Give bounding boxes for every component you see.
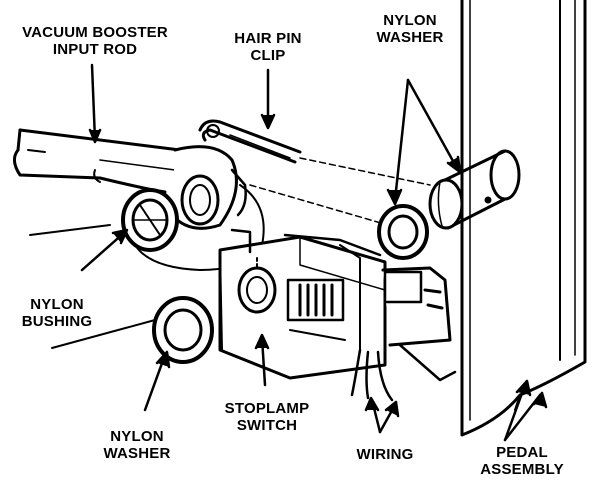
leader-lines [29,63,548,442]
label-line: SWITCH [236,417,298,434]
hair-pin-clip-part [198,119,302,164]
label-line: WASHER [103,445,171,462]
label-nylon-washer-bottom: NYLON WASHER [92,428,182,462]
label-hair-pin-clip: HAIR PIN CLIP [218,30,318,64]
label-line: BUSHING [21,313,93,330]
label-line: INPUT ROD [52,41,138,58]
label-line: NYLON [30,296,84,313]
label-nylon-washer-top: NYLON WASHER [360,12,460,46]
label-vacuum-booster-input-rod: VACUUM BOOSTER INPUT ROD [4,24,186,58]
label-line: HAIR PIN [234,30,302,47]
nylon-bushing-part [121,188,179,252]
leader-washer-bottom-extra [51,319,156,349]
label-line: STOPLAMP [224,400,310,417]
label-line: WIRING [356,446,414,463]
label-pedal-assembly: PEDAL ASSEMBLY [468,444,576,478]
pivot-pin [428,149,521,230]
nylon-washer-bottom-part [152,296,214,364]
leader-pedal-a [503,383,527,442]
leader-bushing-extra [29,224,111,236]
leader-washer-top-a [393,78,410,202]
label-line: VACUUM BOOSTER [22,24,168,41]
label-line: PEDAL [496,444,548,461]
label-stoplamp-switch: STOPLAMP SWITCH [212,400,322,434]
leader-washer-top-b [406,78,460,172]
label-line: WASHER [376,29,444,46]
label-line: CLIP [250,47,286,64]
connector-part [381,266,457,382]
label-nylon-bushing: NYLON BUSHING [12,296,102,330]
label-line: ASSEMBLY [480,461,564,478]
label-line: NYLON [110,428,164,445]
pedal-assembly-plate [460,0,587,437]
label-line: NYLON [383,12,437,29]
leader-input-rod [90,63,97,142]
wiring-part [350,348,394,402]
rod-clevis [170,145,247,230]
input-rod [13,128,182,194]
nylon-washer-top-part [377,204,429,260]
label-wiring: WIRING [340,446,430,463]
